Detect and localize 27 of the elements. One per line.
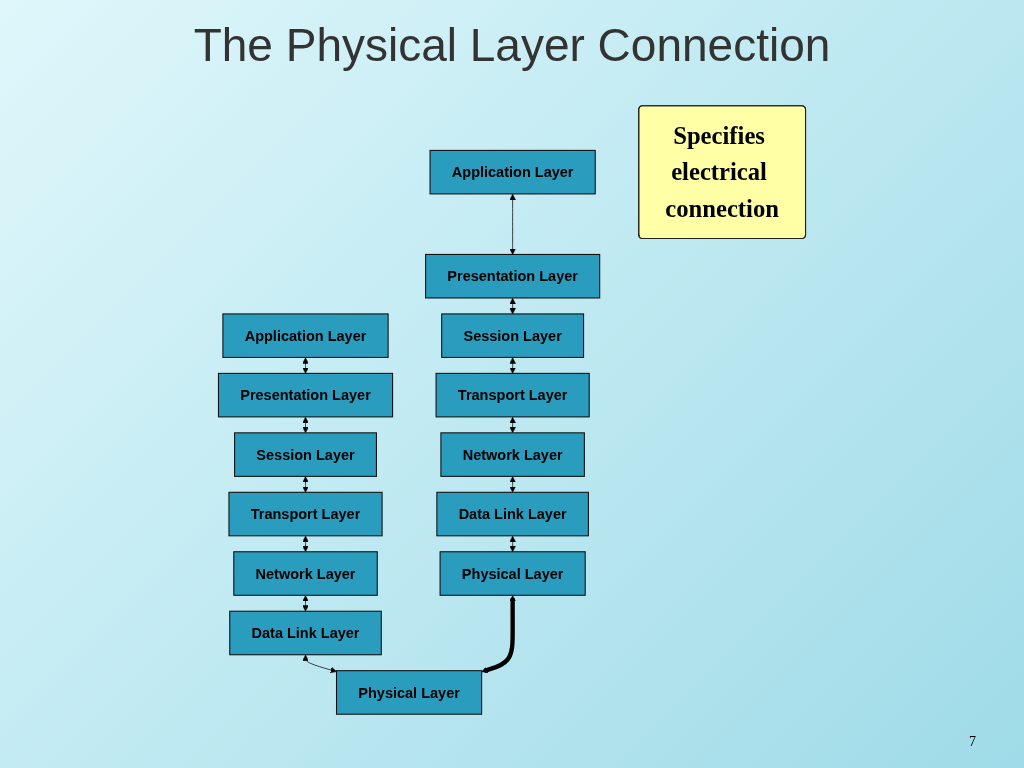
arrow xyxy=(302,476,309,493)
node-box: Physical Layer xyxy=(439,551,586,596)
arrow xyxy=(302,535,309,553)
arrow xyxy=(302,416,309,434)
node-box: Transport Layer xyxy=(435,372,590,418)
node-box: Session Layer xyxy=(234,432,377,477)
node-box: Data Link Layer xyxy=(436,491,589,537)
node-box: Physical Layer xyxy=(336,670,483,715)
arrow xyxy=(302,357,309,374)
node-box: Application Layer xyxy=(222,313,389,358)
arrow xyxy=(302,595,309,612)
node-box: Session Layer xyxy=(441,313,585,358)
arrow xyxy=(509,416,516,434)
node-box: Data Link Layer xyxy=(229,610,382,656)
page-number: 7 xyxy=(969,734,976,750)
arrow xyxy=(509,357,516,374)
node-box: Presentation Layer xyxy=(425,253,601,299)
arrow xyxy=(509,297,516,315)
node-box: Network Layer xyxy=(440,432,585,477)
node-box: Presentation Layer xyxy=(217,372,394,418)
node-box: Application Layer xyxy=(429,149,596,195)
node-box: Network Layer xyxy=(233,551,378,596)
slide-title: The Physical Layer Connection xyxy=(192,18,832,72)
arrow xyxy=(509,476,516,493)
node-box: Transport Layer xyxy=(228,491,383,537)
arrow xyxy=(509,535,516,553)
arrow xyxy=(481,595,516,674)
